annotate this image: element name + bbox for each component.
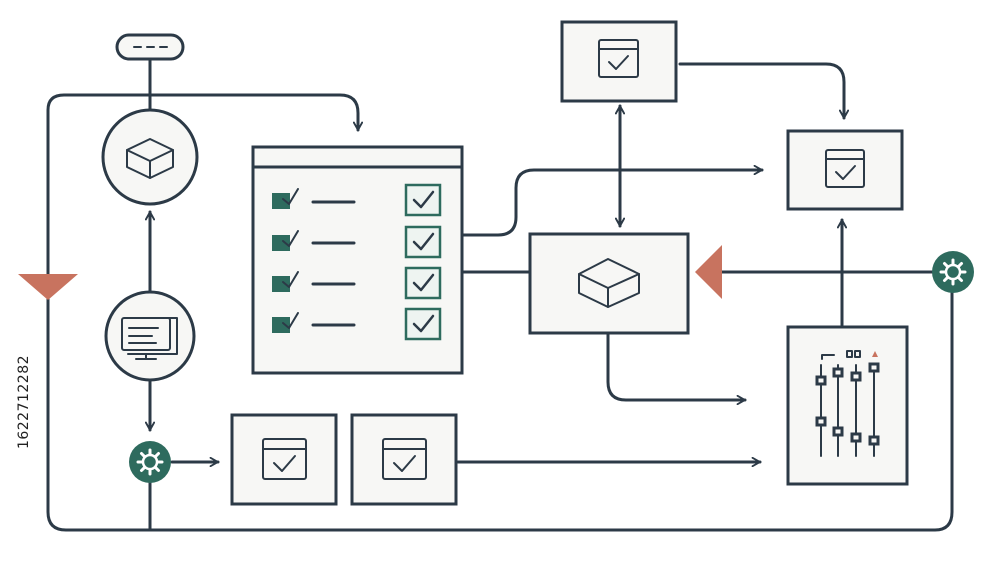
checklist-to-right-box-arrow bbox=[460, 170, 764, 237]
checked-window-icon bbox=[825, 149, 865, 188]
bottom-window-box bbox=[350, 413, 458, 506]
top-window-box bbox=[560, 20, 678, 103]
cube-icon bbox=[126, 138, 174, 179]
checklist-row bbox=[272, 266, 442, 300]
triangle-marker-icon bbox=[695, 245, 722, 299]
check-box-icon bbox=[404, 266, 442, 300]
checklist-row bbox=[272, 225, 442, 259]
stock-image-id: 1622712282 bbox=[10, 322, 38, 482]
document-stack-icon bbox=[121, 317, 178, 360]
checked-window-icon bbox=[262, 438, 307, 480]
gear-icon bbox=[129, 441, 171, 483]
checkbox-icon bbox=[272, 193, 290, 209]
ellipsis-icon bbox=[115, 33, 185, 61]
document-node bbox=[104, 290, 196, 382]
gear-icon bbox=[932, 251, 974, 293]
outer-loop-line bbox=[46, 268, 954, 532]
checklist-row bbox=[272, 307, 442, 341]
loop-to-checklist-arrow bbox=[46, 93, 358, 272]
triangle-marker-icon bbox=[18, 274, 78, 300]
right-window-box bbox=[786, 129, 904, 211]
check-box-icon bbox=[404, 307, 442, 341]
stock-image-id-text: 1622712282 bbox=[16, 354, 33, 450]
check-box-icon bbox=[404, 225, 442, 259]
cube-node bbox=[101, 108, 199, 206]
center-cube-box bbox=[528, 232, 690, 335]
checkbox-icon bbox=[272, 276, 290, 292]
top-to-right-box-arrow bbox=[678, 62, 844, 120]
sliders-panel bbox=[786, 325, 909, 486]
connector-lines bbox=[46, 58, 954, 532]
bottom-window-box bbox=[230, 413, 338, 506]
check-box-icon bbox=[404, 183, 442, 217]
cube-to-sliders-arrow bbox=[606, 331, 747, 400]
sliders-panel-icon bbox=[815, 350, 880, 457]
cube-icon bbox=[578, 258, 640, 308]
checkbox-icon bbox=[272, 235, 290, 251]
checklist-panel bbox=[251, 145, 464, 375]
checklist-row bbox=[272, 183, 442, 217]
checked-window-icon bbox=[598, 39, 639, 78]
checkbox-icon bbox=[272, 317, 290, 333]
checked-window-icon bbox=[382, 438, 427, 480]
